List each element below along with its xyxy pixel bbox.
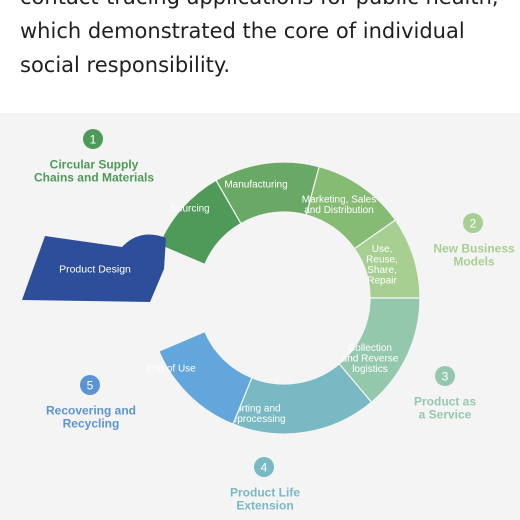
stage-2-badge (463, 213, 483, 233)
ring-label-sourcing: Sourcing (170, 204, 209, 215)
stage-2-number: 2 (470, 217, 477, 231)
ring-segment-product-design (22, 234, 166, 302)
stage-4-number: 4 (261, 461, 268, 475)
article-line-3: social responsibility. (20, 53, 231, 77)
stage-3-badge (435, 366, 455, 386)
ring-segment-end_of_use (158, 330, 253, 425)
ring-label-manufacturing: Manufacturing (224, 180, 287, 191)
stage-1-number: 1 (90, 133, 97, 147)
article-paragraph: contact-tracing applications for public … (20, 0, 510, 82)
article-line-2: which demonstrated the core of individua… (20, 19, 465, 43)
stage-5-badge (80, 375, 100, 395)
ring-label-product-design: Product Design (59, 264, 131, 276)
article-line-1: contact-tracing applications for public … (20, 0, 510, 14)
stage-3-number: 3 (442, 370, 449, 384)
stage-1-badge (83, 129, 103, 149)
stage-5-number: 5 (87, 379, 94, 393)
ring-label-use: Use,Reuse,Share,Repair (366, 244, 398, 287)
ring-label-end_of_use: End of Use (146, 364, 196, 375)
stage-4-badge (254, 457, 274, 477)
